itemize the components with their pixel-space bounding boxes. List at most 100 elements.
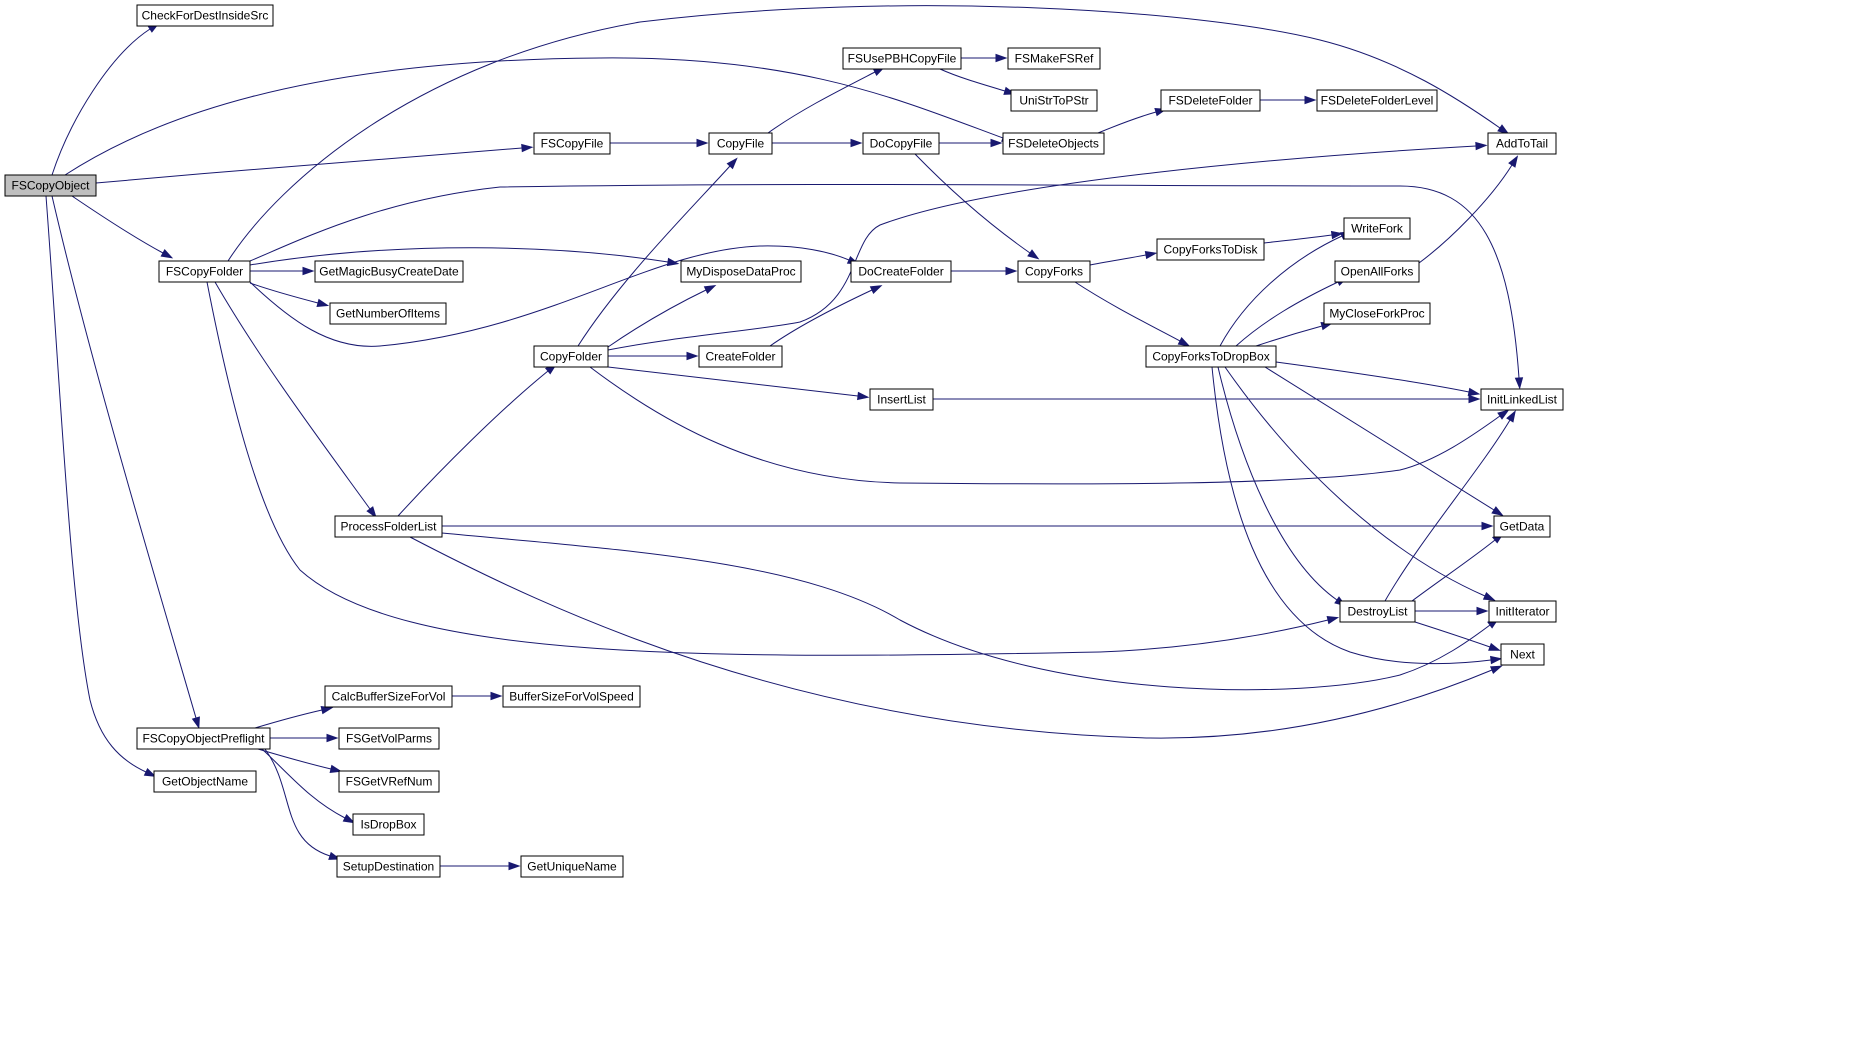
edge-line bbox=[577, 165, 731, 347]
edge-CopyForksToDropBox-to-MyCloseForkProc bbox=[1255, 322, 1334, 347]
edge-FSCopyObject-to-InitLinkedList bbox=[249, 183, 1524, 390]
node-process-folder-list[interactable]: ProcessFolderList bbox=[334, 515, 443, 538]
node-box bbox=[862, 132, 940, 155]
node-box bbox=[1160, 89, 1261, 112]
edge-CopyForksToDisk-to-WriteFork bbox=[1263, 230, 1344, 244]
node-fsuse-pbhcopy-file[interactable]: FSUsePBHCopyFile bbox=[842, 47, 962, 70]
arrowhead bbox=[990, 138, 1003, 148]
node-init-linked-list[interactable]: InitLinkedList bbox=[1480, 388, 1564, 411]
node-fscopy-object-preflight[interactable]: FSCopyObjectPreflight bbox=[136, 727, 271, 750]
node-box bbox=[136, 727, 271, 750]
edge-CreateFolder-to-DoCreateFolder bbox=[769, 285, 883, 347]
node-fsget-vref-num[interactable]: FSGetVRefNum bbox=[338, 770, 440, 793]
node-copy-forks-to-disk[interactable]: CopyForksToDisk bbox=[1156, 238, 1265, 261]
node-copy-folder[interactable]: CopyFolder bbox=[533, 345, 609, 368]
edge-OpenAllForks-to-AddToTail bbox=[1418, 155, 1519, 264]
node-box bbox=[4, 174, 97, 197]
node-add-to-tail[interactable]: AddToTail bbox=[1487, 132, 1557, 155]
edge-CopyFile-to-FSUsePBHCopyFile bbox=[767, 66, 886, 134]
node-calc-buffer-size-for-vol[interactable]: CalcBufferSizeForVol bbox=[324, 685, 453, 708]
node-my-dispose-data-proc[interactable]: MyDisposeDataProc bbox=[680, 260, 802, 283]
node-box bbox=[842, 47, 962, 70]
node-next[interactable]: Next bbox=[1500, 643, 1545, 666]
node-create-folder[interactable]: CreateFolder bbox=[698, 345, 783, 368]
node-label: ProcessFolderList bbox=[340, 520, 437, 534]
node-box bbox=[336, 855, 441, 878]
node-check-for-dest-inside-src[interactable]: CheckForDestInsideSrc bbox=[136, 4, 274, 27]
node-box bbox=[334, 515, 443, 538]
edge-FSCopyFolder-to-GetNumberOfItems bbox=[249, 282, 330, 307]
edge-line bbox=[441, 532, 1491, 691]
node-copy-forks[interactable]: CopyForks bbox=[1017, 260, 1091, 283]
node-fsdelete-objects[interactable]: FSDeleteObjects bbox=[1002, 132, 1105, 155]
edge-line bbox=[939, 68, 1006, 92]
arrowhead bbox=[1144, 250, 1158, 260]
node-fscopy-folder[interactable]: FSCopyFolder bbox=[158, 260, 251, 283]
edge-line bbox=[1217, 366, 1338, 601]
node-label: MyDisposeDataProc bbox=[686, 265, 795, 279]
node-destroy-list[interactable]: DestroyList bbox=[1339, 600, 1416, 623]
node-fsdelete-folder-level[interactable]: FSDeleteFolderLevel bbox=[1316, 89, 1438, 112]
arrowhead bbox=[1508, 155, 1519, 168]
node-box bbox=[1017, 260, 1091, 283]
edge-line bbox=[607, 145, 1477, 351]
arrowhead bbox=[850, 138, 863, 148]
node-setup-destination[interactable]: SetupDestination bbox=[336, 855, 441, 878]
edge-line bbox=[1418, 164, 1513, 264]
edge-FSCopyObject-to-GetObjectName bbox=[45, 195, 157, 777]
node-label: UniStrToPStr bbox=[1019, 94, 1088, 108]
node-buffer-size-for-vol-speed[interactable]: BufferSizeForVolSpeed bbox=[502, 685, 641, 708]
node-label: DoCopyFile bbox=[870, 137, 933, 151]
node-box bbox=[1488, 600, 1557, 623]
edge-CalcBufferSizeForVol-to-BufferSizeForVolSpeed bbox=[452, 691, 503, 701]
node-fscopy-file[interactable]: FSCopyFile bbox=[533, 132, 611, 155]
edge-line bbox=[589, 366, 1501, 485]
arrowhead bbox=[320, 706, 334, 715]
node-open-all-forks[interactable]: OpenAllForks bbox=[1334, 260, 1420, 283]
node-fsmake-fsref[interactable]: FSMakeFSRef bbox=[1007, 47, 1101, 70]
edge-line bbox=[249, 183, 1520, 379]
edge-FSUsePBHCopyFile-to-FSMakeFSRef bbox=[961, 53, 1008, 63]
arrowhead bbox=[1488, 642, 1501, 651]
arrowhead bbox=[857, 391, 870, 401]
edge-line bbox=[1224, 366, 1486, 597]
node-box bbox=[1007, 47, 1101, 70]
edge-CopyForks-to-CopyForksToDisk bbox=[1089, 250, 1158, 266]
node-uni-str-to-pstr[interactable]: UniStrToPStr bbox=[1010, 89, 1098, 112]
node-box bbox=[708, 132, 773, 155]
node-init-iterator[interactable]: InitIterator bbox=[1488, 600, 1557, 623]
node-copy-forks-to-drop-box[interactable]: CopyForksToDropBox bbox=[1145, 345, 1277, 368]
edge-FSCopyFolder-to-ProcessFolderList bbox=[214, 281, 377, 519]
node-label: DoCreateFolder bbox=[858, 265, 943, 279]
edge-ProcessFolderList-to-Next bbox=[409, 536, 1503, 739]
node-fsdelete-folder[interactable]: FSDeleteFolder bbox=[1160, 89, 1261, 112]
node-get-unique-name[interactable]: GetUniqueName bbox=[520, 855, 624, 878]
node-write-fork[interactable]: WriteFork bbox=[1343, 217, 1411, 240]
node-copy-file[interactable]: CopyFile bbox=[708, 132, 773, 155]
node-is-drop-box[interactable]: IsDropBox bbox=[352, 813, 425, 836]
node-my-close-fork-proc[interactable]: MyCloseForkProc bbox=[1323, 302, 1431, 325]
node-box bbox=[520, 855, 624, 878]
node-get-data[interactable]: GetData bbox=[1493, 515, 1551, 538]
edge-FSCopyFolder-to-MyDisposeDataProc bbox=[249, 247, 680, 267]
node-label: SetupDestination bbox=[343, 860, 434, 874]
node-get-number-of-items[interactable]: GetNumberOfItems bbox=[329, 302, 447, 325]
node-get-object-name[interactable]: GetObjectName bbox=[153, 770, 257, 793]
node-get-magic-busy-create-date[interactable]: GetMagicBusyCreateDate bbox=[314, 260, 464, 283]
edge-line bbox=[206, 281, 1329, 656]
node-do-copy-file[interactable]: DoCopyFile bbox=[862, 132, 940, 155]
node-box bbox=[1156, 238, 1265, 261]
edge-FSCopyObjectPreflight-to-SetupDestination bbox=[264, 748, 341, 860]
node-insert-list[interactable]: InsertList bbox=[869, 388, 934, 411]
node-box bbox=[1343, 217, 1411, 240]
node-do-create-folder[interactable]: DoCreateFolder bbox=[850, 260, 952, 283]
edge-FSCopyFolder-to-GetMagicBusyCreateDate bbox=[250, 266, 315, 276]
node-fsget-vol-parms[interactable]: FSGetVolParms bbox=[338, 727, 440, 750]
edge-line bbox=[95, 147, 523, 184]
node-label: FSMakeFSRef bbox=[1015, 52, 1094, 66]
node-box bbox=[1145, 345, 1277, 368]
node-label: CreateFolder bbox=[705, 350, 775, 364]
edge-CopyFolder-to-CopyFile bbox=[577, 157, 738, 347]
node-label: BufferSizeForVolSpeed bbox=[509, 690, 634, 704]
node-fscopy-object[interactable]: FSCopyObject bbox=[4, 174, 97, 197]
